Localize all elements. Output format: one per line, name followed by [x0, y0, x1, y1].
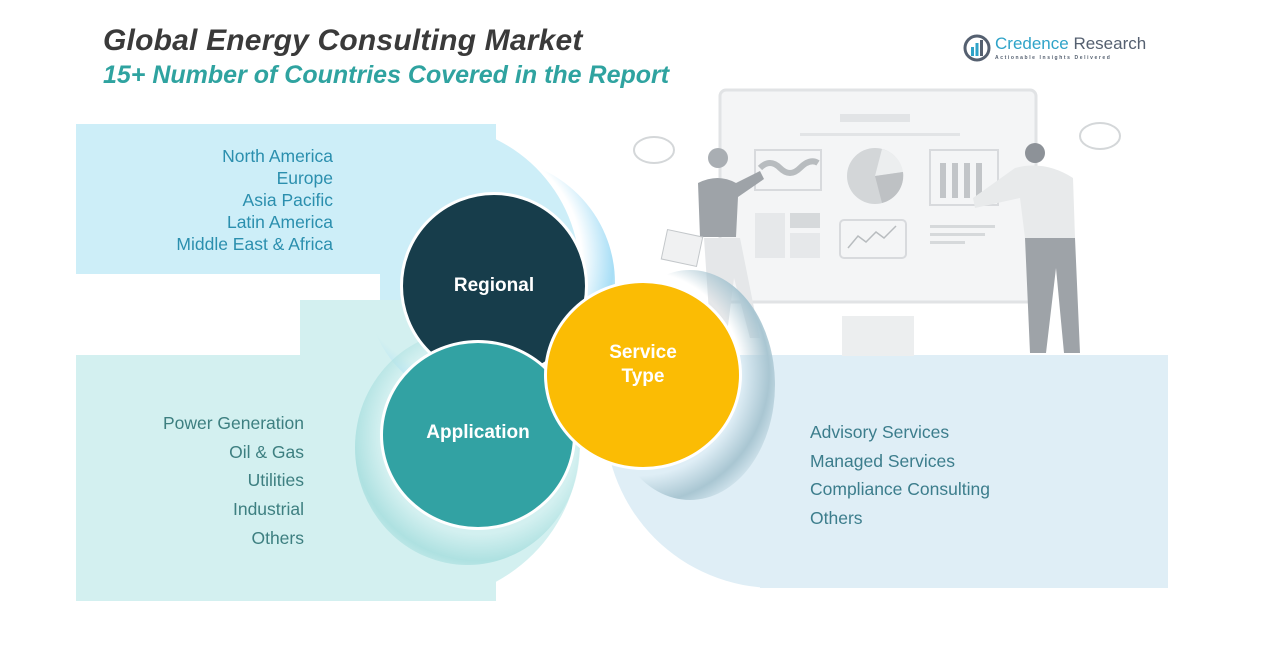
list-item: Middle East & Africa — [176, 234, 333, 254]
service-type-circle: Service Type — [544, 280, 742, 470]
list-item: Others — [810, 508, 863, 529]
list-item: Compliance Consulting — [810, 479, 990, 500]
application-label: Application — [426, 422, 530, 443]
list-item: Advisory Services — [810, 422, 950, 442]
list-item: Utilities — [247, 470, 304, 491]
man-presenter-icon — [973, 143, 1080, 353]
list-item: Others — [251, 527, 304, 548]
list-item: Managed Services — [810, 450, 955, 471]
regional-list: North America Europe Asia Pacific Latin … — [176, 145, 333, 255]
list-item: Oil & Gas — [229, 441, 304, 462]
list-item: Industrial — [232, 499, 304, 520]
list-item: Power Generation — [162, 413, 304, 433]
service-type-label-line1: Service — [609, 342, 677, 363]
service-type-list: Advisory Services Managed Services Compl… — [810, 418, 990, 533]
credence-research-logo: Credence Research Actionable Insights De… — [963, 34, 1146, 62]
service-panel — [760, 355, 1168, 588]
list-item: North America — [222, 146, 333, 166]
application-circle: Application — [380, 340, 576, 530]
page-subtitle: 15+ Number of Countries Covered in the R… — [103, 61, 670, 89]
logo-name-credence: Credence — [995, 34, 1069, 53]
monitor-icon — [718, 88, 1038, 356]
list-item: Europe — [276, 168, 333, 188]
application-list: Power Generation Oil & Gas Utilities Ind… — [163, 409, 304, 553]
page-title: Global Energy Consulting Market — [103, 24, 583, 57]
list-item: Latin America — [226, 212, 333, 232]
presentation-illustration — [633, 88, 1121, 356]
service-type-label-line2: Type — [621, 366, 665, 387]
logo-name-research: Research — [1068, 34, 1147, 53]
logo-tagline: Actionable Insights Delivered — [995, 55, 1112, 61]
speech-bubble-icon — [633, 122, 1121, 164]
bar-chart-logo-icon — [963, 34, 991, 62]
regional-label: Regional — [453, 275, 535, 296]
list-item: Asia Pacific — [242, 190, 333, 210]
